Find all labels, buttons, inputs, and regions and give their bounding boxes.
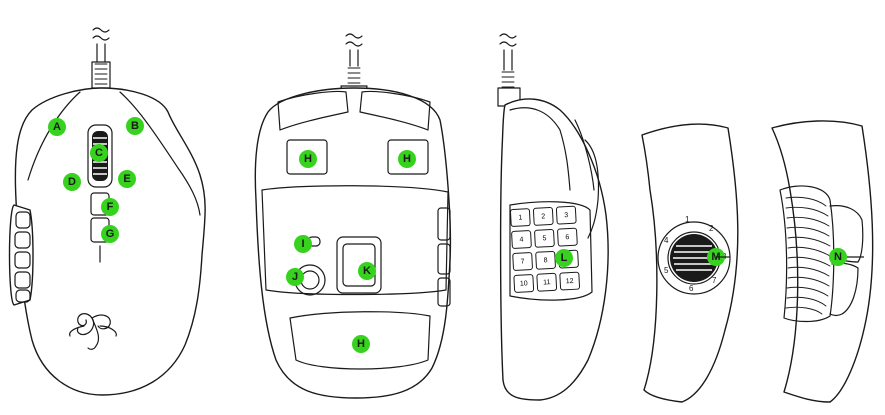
usb-cable-icon	[340, 33, 368, 109]
callout-g: G	[101, 225, 119, 243]
callout-l: L	[555, 249, 573, 267]
callout-k: K	[358, 262, 376, 280]
callout-n: N	[829, 248, 847, 266]
callout-e: E	[118, 170, 136, 188]
usb-cable-icon	[91, 27, 111, 89]
callout-f: F	[101, 198, 119, 216]
callout-m: M	[707, 248, 725, 266]
side-view-12-button	[497, 33, 609, 401]
callout-a: A	[48, 118, 66, 136]
side-panel-shell-2	[771, 120, 874, 403]
razer-snake-logo-icon	[69, 313, 117, 350]
side-panel-7-button	[641, 123, 739, 403]
side-buttons-profile	[8, 204, 34, 306]
callout-i: I	[294, 235, 312, 253]
callout-h-top-left: H	[299, 150, 317, 168]
callout-d: D	[63, 173, 81, 191]
callout-c: C	[90, 144, 108, 162]
callout-h-top-right: H	[398, 150, 416, 168]
mouse-body-side	[499, 98, 609, 401]
callout-j: J	[286, 268, 304, 286]
callout-h-bottom: H	[352, 335, 370, 353]
callout-b: B	[126, 117, 144, 135]
